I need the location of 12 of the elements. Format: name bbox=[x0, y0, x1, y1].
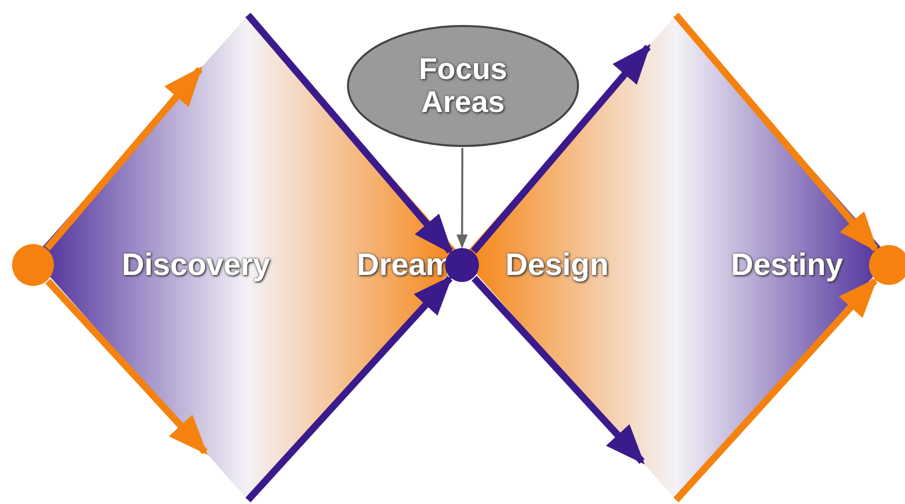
stage-label: Design bbox=[505, 248, 609, 282]
arrow bbox=[456, 148, 468, 248]
arrow bbox=[673, 12, 878, 252]
arrow bbox=[44, 66, 202, 251]
arrow bbox=[472, 276, 645, 464]
arrow bbox=[471, 44, 651, 254]
stage-label: Focus Areas bbox=[418, 53, 508, 119]
arrow bbox=[673, 278, 878, 502]
arrow bbox=[45, 278, 208, 455]
arrow bbox=[245, 12, 453, 254]
arrow bbox=[245, 275, 453, 502]
stage-label: Destiny bbox=[731, 248, 843, 282]
